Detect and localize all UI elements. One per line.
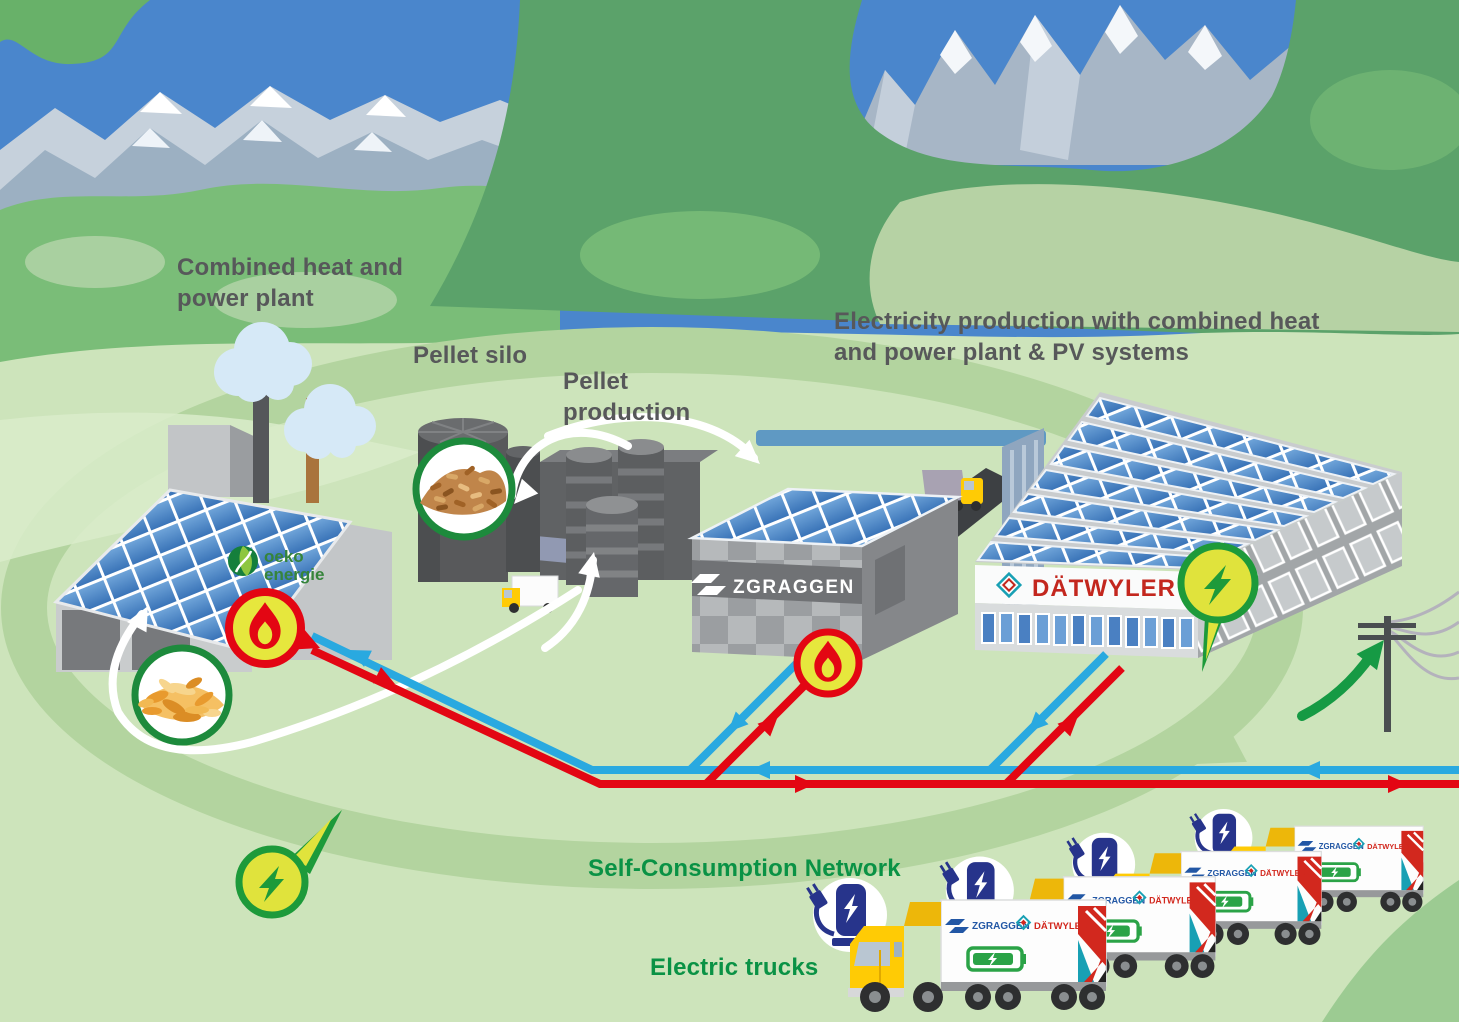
flow-arrows [108,413,758,755]
datwyler-solar-roof [976,396,1397,570]
smoke-cloud-icon [214,322,376,459]
label-self-consumption-network: Self-Consumption Network [588,855,901,882]
svg-text:DÄTWYLER: DÄTWYLER [1032,575,1176,602]
lightning-bolt-icon [1177,542,1259,672]
datwyler-logo: DÄTWYLER [995,571,1176,602]
flame-icon [225,588,320,668]
flame-icon [780,628,863,708]
pipe-arrowheads [350,650,1408,793]
label-electric-tr ucks: Electric trucks [650,954,819,981]
datwyler-sign-band [975,565,1198,610]
label-electricity-production: Electricity production with combined hea… [834,308,1320,367]
label-pellet-silo: Pellet silo [413,342,528,369]
svg-text:ZGRAGGEN: ZGRAGGEN [733,577,855,598]
production-to-zgraggen-arrow [544,413,758,462]
grid-export-arrow [1297,640,1384,721]
green-hills [0,0,1459,365]
pipe-return-blue [310,632,1459,774]
svg-text:energie: energie [264,565,324,584]
zgraggen-building: ZGRAGGEN [687,468,1022,660]
flow-arrowheads [127,439,760,633]
garage-door [62,610,120,670]
datwyler-windows [981,612,1194,649]
power-pole-icon [1358,590,1459,732]
lightning-bolt-icon [235,810,342,919]
wood-chips-icon [131,644,233,746]
datwyler-side-wall [1198,472,1402,658]
svg-text:oeko: oeko [264,547,304,566]
zgraggen-sign-band [692,560,862,604]
zgraggen-solar-roof [687,487,963,548]
corner-meadow [1322,880,1459,1022]
zgraggen-logo: ZGRAGGEN [691,574,855,598]
chips-to-plant-arrow [108,586,582,755]
water-strip [756,430,1046,446]
silo-to-pellets-arrow [508,428,632,500]
wood-pellets-icon [412,437,516,541]
pipe-supply-red [310,646,1459,788]
label-chp-plant: Combined heat and power plant [177,254,404,313]
delivery-truck-small [502,575,559,613]
oeko-energie-logo: oeko energie [228,546,324,584]
datwyler-building: DÄTWYLER [975,392,1402,658]
label-pellet-production: Pellet production [563,368,691,427]
